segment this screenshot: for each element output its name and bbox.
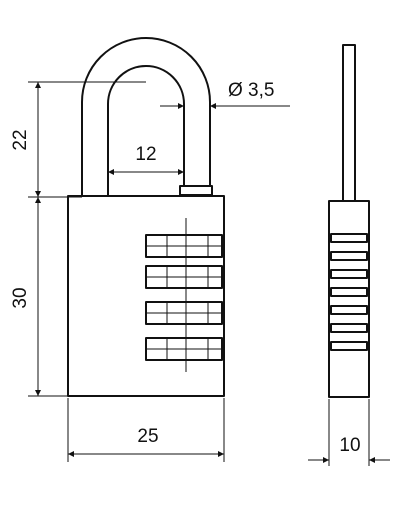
side-view (328, 44, 370, 398)
label-shackle-inner-width: 12 (135, 144, 156, 165)
label-shackle-diameter: Ø 3,5 (228, 80, 274, 101)
side-wheel (330, 251, 368, 261)
shackle-outer (81, 37, 211, 197)
label-shackle-height: 22 (10, 129, 31, 150)
label-depth: 10 (339, 435, 360, 456)
shackle-shoulder (179, 185, 213, 196)
side-wheel (330, 341, 368, 351)
side-wheel (330, 323, 368, 333)
side-wheels (330, 233, 368, 351)
front-view (67, 37, 225, 397)
label-body-width: 25 (137, 426, 158, 447)
shackle-inner (107, 65, 185, 197)
side-shackle (342, 44, 356, 202)
label-body-height: 30 (10, 287, 31, 308)
dimension-labels: 22 30 12 Ø 3,5 25 10 (10, 80, 361, 456)
side-wheel (330, 233, 368, 243)
side-wheel (330, 269, 368, 279)
side-wheel (330, 287, 368, 297)
lock-body (67, 195, 225, 397)
side-wheel (330, 305, 368, 315)
dimension-lines (28, 81, 390, 466)
side-body (328, 200, 370, 398)
combination-wheels (145, 218, 223, 372)
